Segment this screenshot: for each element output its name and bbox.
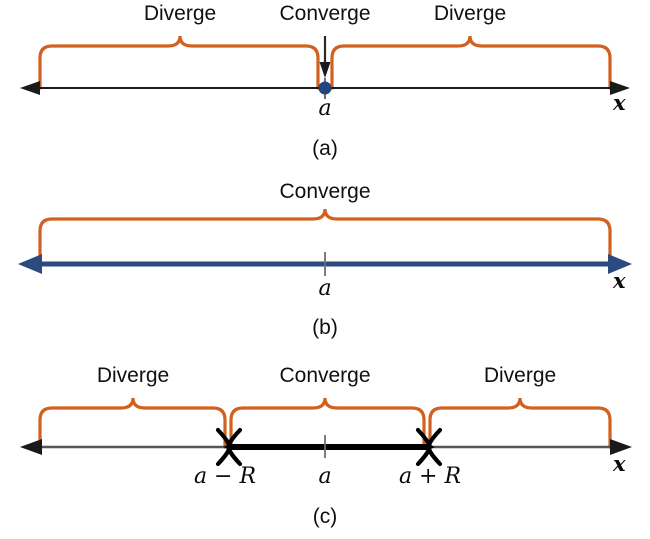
endpoint-label-left: a − R [193,464,257,489]
region-label-converge: Converge [279,2,371,25]
center-label-b: a [318,276,332,301]
axis-label-x-c: x [613,451,626,476]
axis-arrow-left-b [18,254,42,274]
panel-b: Converge a x (b) [0,180,650,350]
endpoint-label-right: a + R [398,464,462,489]
axis-arrow-right-b [608,254,632,274]
panel-caption-b: (b) [312,316,338,339]
brace-diverge-left-c [38,397,227,449]
panel-c: Diverge Converge Diverge a − R a a + R x… [0,350,650,539]
brace-converge-all [38,208,612,265]
convergence-point-dot [318,81,332,95]
axis-label-x-a: x [613,90,626,115]
region-label-converge-c: Converge [279,364,371,387]
region-label-diverge-left-c: Diverge [96,364,170,387]
axis-arrow-right-a [610,81,630,95]
region-label-diverge-right: Diverge [433,2,507,25]
center-label-c: a [318,464,332,489]
axis-arrow-right-c [610,439,632,455]
axis-arrow-left-c [20,439,42,455]
region-label-diverge-left: Diverge [143,2,217,25]
panel-c-graphic [20,397,632,467]
axis-label-x-b: x [613,268,626,293]
panel-a-graphic [20,35,630,99]
panel-b-graphic [18,208,632,276]
panel-a: Diverge Converge Diverge a x (a) [0,0,650,180]
panel-caption-a: (a) [312,137,338,160]
brace-diverge-left [38,35,320,90]
axis-arrow-left-a [20,81,40,95]
panel-caption-c: (c) [312,505,338,528]
region-label-converge-b: Converge [279,180,371,203]
center-label-a: a [318,96,332,121]
endpoint-marker-right [415,427,443,467]
brace-diverge-right [330,35,612,90]
endpoint-marker-left [215,427,243,467]
brace-diverge-right-c [428,397,612,449]
region-label-diverge-right-c: Diverge [483,364,557,387]
brace-converge-c [229,397,426,449]
converge-pointer-arrowhead [319,62,331,78]
